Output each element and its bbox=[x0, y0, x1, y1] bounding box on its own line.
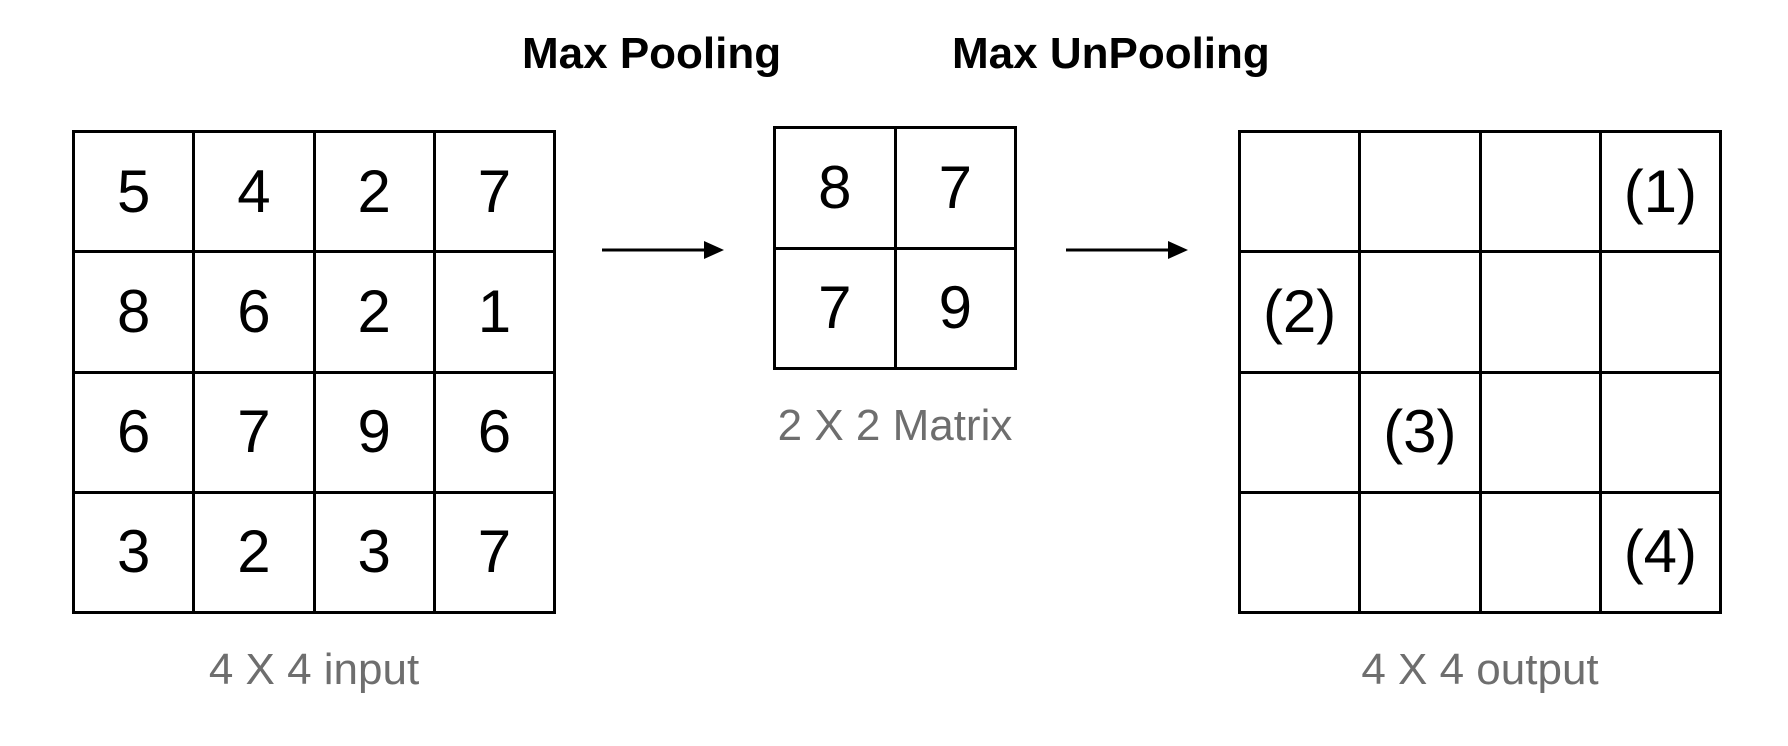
pooled-cell: 9 bbox=[896, 249, 1014, 367]
output-cell bbox=[1241, 133, 1359, 251]
max-unpooling-title: Max UnPooling bbox=[952, 29, 1270, 78]
input-cell: 5 bbox=[75, 133, 193, 251]
input-cell: 4 bbox=[195, 133, 313, 251]
right-arrow-icon bbox=[602, 241, 724, 259]
input-caption: 4 X 4 input bbox=[208, 645, 420, 694]
input-cell: 2 bbox=[315, 253, 433, 371]
pooled-cell: 7 bbox=[896, 129, 1014, 247]
input-cell: 7 bbox=[435, 133, 553, 251]
input-matrix: 5 4 2 7 8 6 2 1 6 7 9 6 3 2 3 7 bbox=[72, 130, 556, 614]
output-cell bbox=[1241, 493, 1359, 611]
output-cell: (3) bbox=[1361, 373, 1479, 491]
output-cell bbox=[1361, 253, 1479, 371]
output-cell bbox=[1361, 133, 1479, 251]
output-cell: (1) bbox=[1601, 133, 1719, 251]
pooled-matrix: 8 7 7 9 bbox=[773, 126, 1017, 370]
output-cell bbox=[1601, 373, 1719, 491]
input-cell: 7 bbox=[195, 373, 313, 491]
right-arrow-icon bbox=[1066, 241, 1188, 259]
pooled-caption: 2 X 2 Matrix bbox=[777, 401, 1013, 450]
input-cell: 1 bbox=[435, 253, 553, 371]
input-cell: 3 bbox=[315, 493, 433, 611]
output-cell bbox=[1481, 133, 1599, 251]
input-cell: 7 bbox=[435, 493, 553, 611]
output-cell bbox=[1481, 493, 1599, 611]
input-cell: 6 bbox=[435, 373, 553, 491]
output-cell bbox=[1601, 253, 1719, 371]
output-cell: (2) bbox=[1241, 253, 1359, 371]
input-cell: 8 bbox=[75, 253, 193, 371]
output-cell bbox=[1361, 493, 1479, 611]
input-cell: 2 bbox=[315, 133, 433, 251]
output-cell bbox=[1481, 253, 1599, 371]
output-cell bbox=[1241, 373, 1359, 491]
pooled-cell: 7 bbox=[776, 249, 894, 367]
output-caption: 4 X 4 output bbox=[1361, 645, 1599, 694]
output-cell: (4) bbox=[1601, 493, 1719, 611]
pooled-cell: 8 bbox=[776, 129, 894, 247]
input-cell: 6 bbox=[75, 373, 193, 491]
input-cell: 6 bbox=[195, 253, 313, 371]
output-cell bbox=[1481, 373, 1599, 491]
max-pooling-title: Max Pooling bbox=[522, 29, 782, 78]
input-cell: 3 bbox=[75, 493, 193, 611]
input-cell: 9 bbox=[315, 373, 433, 491]
input-cell: 2 bbox=[195, 493, 313, 611]
output-matrix: (1) (2) (3) (4) bbox=[1238, 130, 1722, 614]
